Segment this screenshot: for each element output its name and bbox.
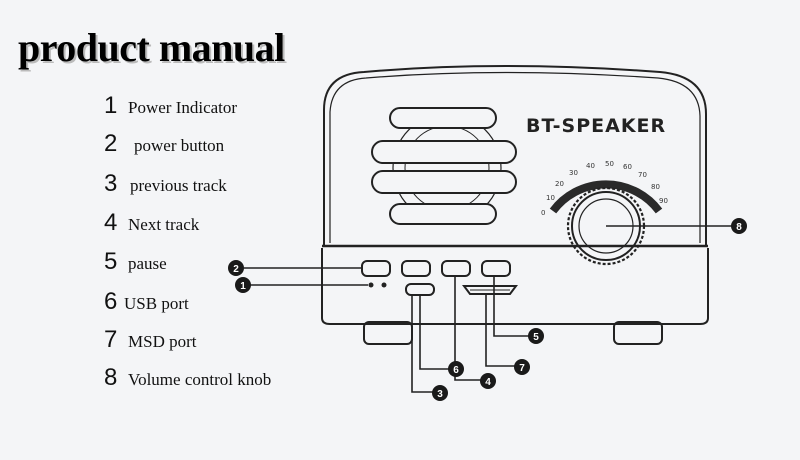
legend-number: 1	[104, 92, 118, 119]
callout-6: 6	[448, 361, 464, 377]
dial-tick-label: 60	[623, 163, 632, 171]
legend-label: previous track	[130, 176, 227, 195]
dial-tick-label: 0	[541, 209, 545, 217]
pause-button	[481, 260, 511, 277]
legend-item-2: 2 power button	[104, 130, 224, 158]
legend-item-4: 4 Next track	[104, 209, 199, 237]
legend-item-6: 6 USB port	[104, 288, 189, 316]
page-title: product manual	[18, 25, 285, 70]
callout-number: 8	[736, 222, 742, 233]
legend-number: 3	[104, 170, 118, 197]
grille-slat	[371, 170, 517, 194]
indicator-dot	[381, 282, 387, 288]
callout-number: 1	[240, 281, 246, 292]
dial-scale: 0 10 20 30 40 50 60 70 80 90	[541, 160, 668, 217]
legend-label: pause	[128, 254, 167, 273]
grille-slat	[371, 140, 517, 164]
grille-slat	[389, 107, 497, 129]
legend-number: 6	[104, 288, 118, 315]
next-button	[441, 260, 471, 277]
callout-number: 4	[485, 377, 491, 388]
callout-number: 7	[519, 363, 525, 374]
usb-port	[405, 283, 435, 296]
previous-button	[401, 260, 431, 277]
msd-port	[462, 285, 518, 295]
speaker-lower-body	[321, 248, 709, 325]
legend-number: 2	[104, 130, 118, 157]
dial-tick-label: 70	[638, 171, 647, 179]
callout-5: 5	[528, 328, 544, 344]
callout-number: 3	[437, 389, 443, 400]
dial-tick-label: 80	[651, 183, 660, 191]
legend-number: 5	[104, 248, 118, 275]
callout-1: 1	[235, 277, 251, 293]
legend-number: 8	[104, 364, 118, 391]
dial-tick-label: 20	[555, 180, 564, 188]
dial-tick-label: 30	[569, 169, 578, 177]
grille-slat	[389, 203, 497, 225]
dial-tick-label: 40	[586, 162, 595, 170]
callout-number: 5	[533, 332, 539, 343]
leader-lines	[244, 225, 736, 393]
legend-label: power button	[134, 136, 225, 155]
legend-item-3: 3 previous track	[104, 170, 227, 198]
volume-arc	[549, 180, 663, 214]
callout-2: 2	[228, 260, 244, 276]
speaker-foot-right	[613, 321, 663, 345]
dial-tick-label: 50	[605, 160, 614, 168]
callout-number: 2	[233, 264, 239, 275]
legend-number: 7	[104, 326, 118, 353]
power-indicator-light	[368, 282, 374, 288]
legend-item-1: 1 Power Indicator	[104, 92, 237, 120]
speaker-cone-inner	[404, 125, 490, 211]
callout-number: 6	[453, 365, 459, 376]
dial-tick-label: 90	[659, 197, 668, 205]
legend-number: 4	[104, 209, 118, 236]
legend-label: MSD port	[128, 332, 197, 351]
callout-7: 7	[514, 359, 530, 375]
dial-tick-label: 10	[546, 194, 555, 202]
legend-item-5: 5 pause	[104, 248, 167, 276]
legend-item-8: 8 Volume control knob	[104, 364, 271, 392]
legend-label: Volume control knob	[128, 370, 272, 389]
callout-8: 8	[731, 218, 747, 234]
grille	[371, 107, 517, 225]
speaker-upper-body	[323, 65, 707, 245]
callout-3: 3	[432, 385, 448, 401]
speaker-inner-edge	[329, 71, 701, 243]
legend-label: Next track	[128, 215, 200, 234]
power-button	[361, 260, 391, 277]
callout-4: 4	[480, 373, 496, 389]
brand-label: BT-SPEAKER	[526, 115, 666, 137]
speaker-foot-left	[363, 321, 413, 345]
legend-label: Power Indicator	[128, 98, 238, 117]
legend-label: USB port	[124, 294, 189, 313]
legend-item-7: 7 MSD port	[104, 326, 196, 354]
